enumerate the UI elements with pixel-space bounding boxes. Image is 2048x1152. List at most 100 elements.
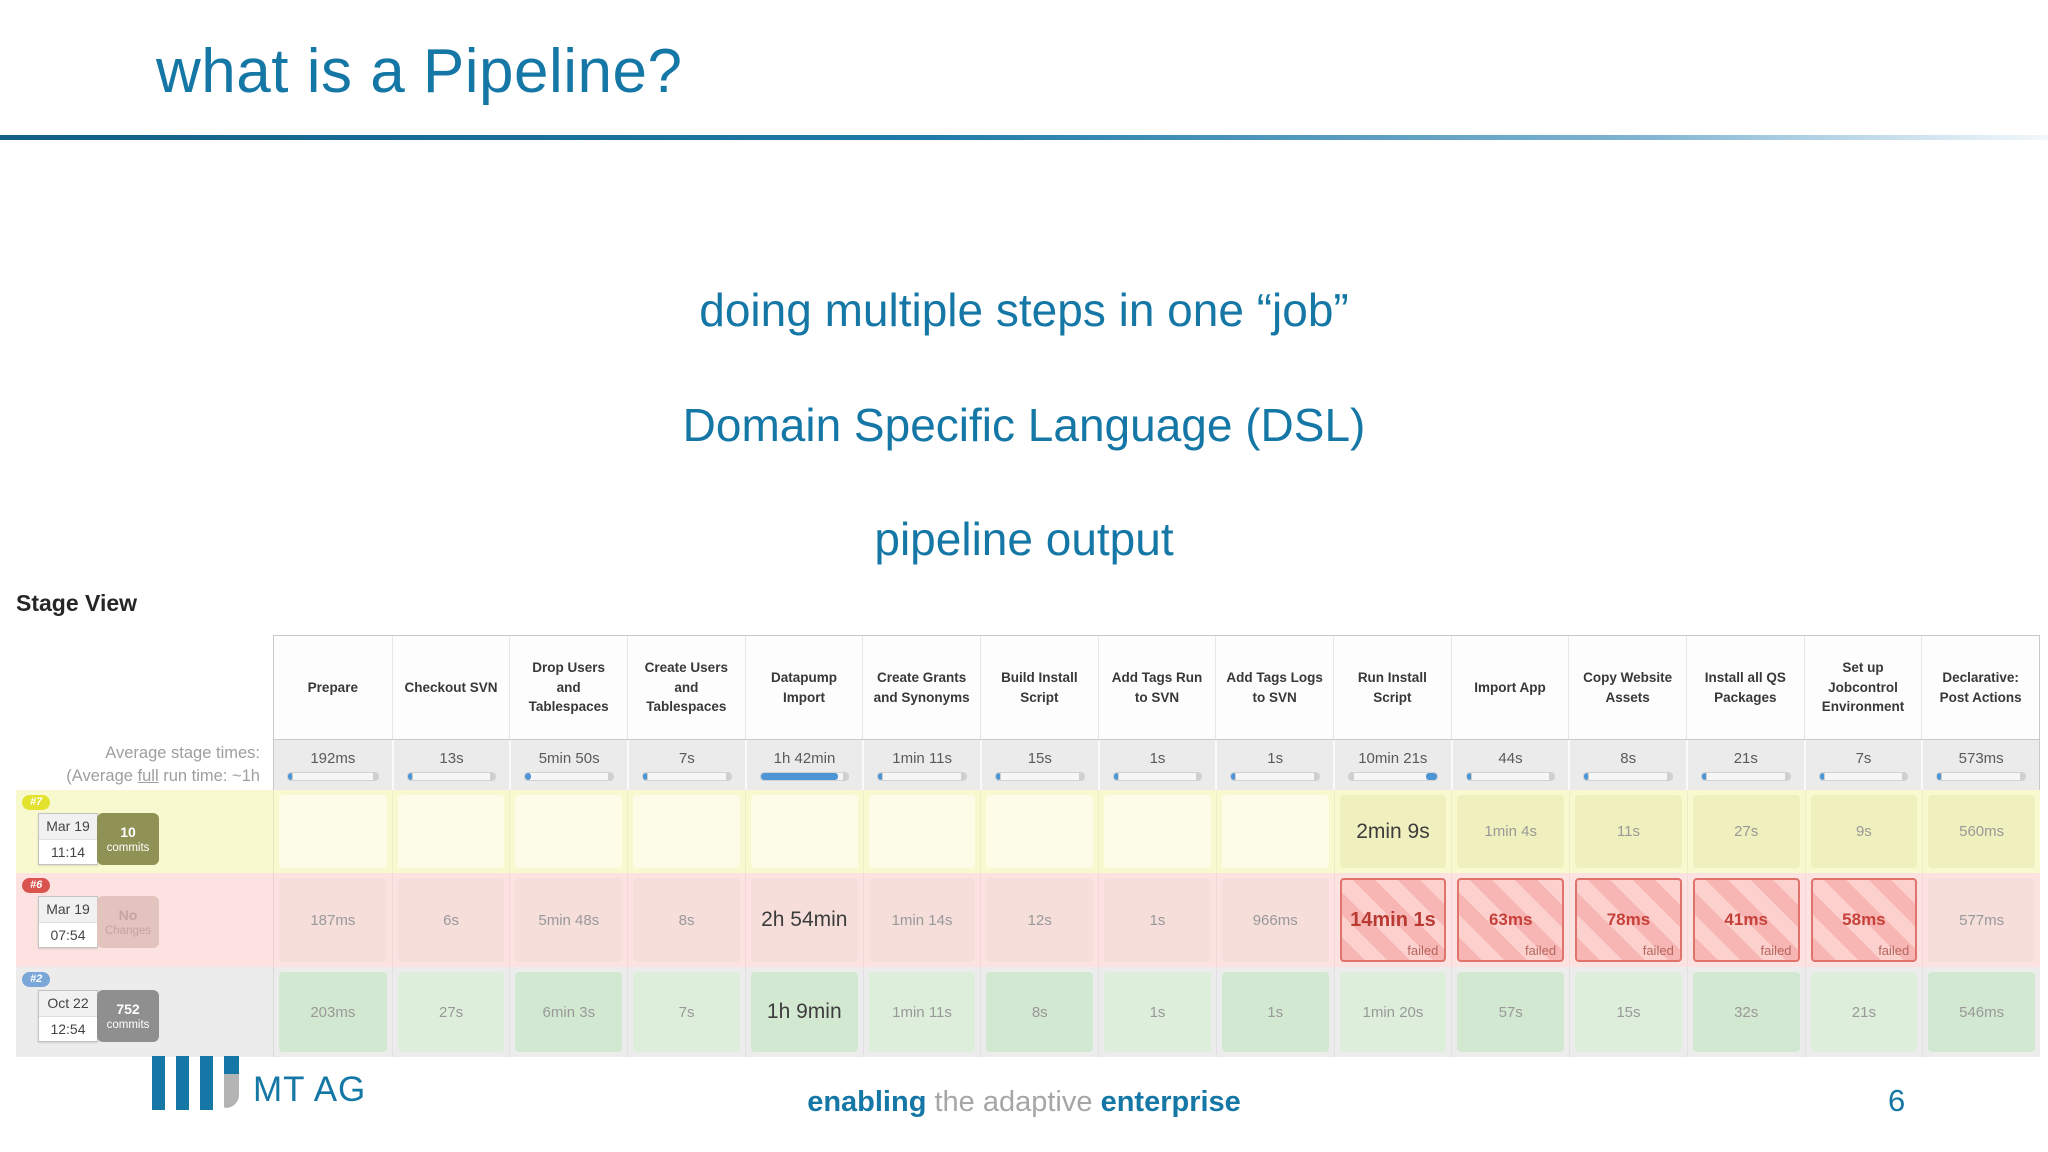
stage-cell[interactable]: 577ms [1928, 878, 2035, 962]
stage-cell[interactable]: 1min 4s [1457, 795, 1565, 868]
stage-duration-bar-fill [760, 772, 838, 780]
stage-cell[interactable] [750, 795, 858, 868]
stage-cell[interactable]: 27s [1692, 795, 1800, 868]
stage-cell[interactable]: 21s [1810, 972, 1918, 1052]
stage-cell-slot [744, 790, 863, 873]
column-header: Datapump Import [744, 636, 863, 739]
build-date[interactable]: Mar 19 [39, 814, 97, 840]
stage-cell[interactable]: 57s [1457, 972, 1565, 1052]
logo-bar-icon [152, 1056, 165, 1110]
stage-cell[interactable]: 1s [1104, 878, 1211, 962]
stage-cell[interactable]: 8s [986, 972, 1094, 1052]
stage-cell-slot: 32s [1686, 967, 1805, 1057]
build-date[interactable]: Oct 22 [39, 991, 97, 1017]
stage-cell[interactable]: 9s [1810, 795, 1918, 868]
build-date[interactable]: Mar 19 [39, 897, 97, 923]
stage-cell-slot: 1s [1215, 967, 1334, 1057]
stage-cell[interactable]: 1s [1104, 972, 1211, 1052]
stage-cell[interactable] [279, 795, 387, 868]
build-time[interactable]: 11:14 [39, 840, 97, 864]
column-header: Install all QS Packages [1685, 636, 1804, 739]
build-time[interactable]: 12:54 [39, 1017, 97, 1041]
title-divider [0, 135, 2048, 140]
column-header: Prepare [307, 679, 358, 695]
stage-cell[interactable]: 27s [397, 972, 505, 1052]
stage-cell[interactable]: 2min 9s [1339, 795, 1447, 868]
stage-cell[interactable]: 6s [397, 878, 505, 962]
stage-cell[interactable] [868, 795, 976, 868]
stage-cell[interactable]: 6min 3s [515, 972, 623, 1052]
stage-cell[interactable] [633, 795, 740, 868]
stage-cell[interactable]: 11s [1575, 795, 1682, 868]
footer-tagline: enabling the adaptive enterprise [0, 1086, 2048, 1119]
stage-cell-slot: 187ms [274, 873, 392, 967]
build-time[interactable]: 07:54 [39, 923, 97, 947]
stage-cell[interactable]: 1min 11s [868, 972, 976, 1052]
build-number-badge[interactable]: #6 [22, 878, 51, 893]
build-number-badge[interactable]: #7 [22, 795, 51, 810]
stage-cell-slot: 8s [980, 967, 1098, 1057]
stage-cell[interactable]: 560ms [1928, 795, 2035, 868]
stage-cell[interactable] [397, 795, 505, 868]
stage-cell[interactable]: 7s [633, 972, 740, 1052]
stage-cell[interactable] [1104, 795, 1211, 868]
stage-cell-slot [627, 790, 745, 873]
stage-cell[interactable] [986, 795, 1094, 868]
stage-cell-slot: 1min 20s [1333, 967, 1452, 1057]
stage-duration-bar [406, 771, 497, 781]
stage-cell[interactable]: 15s [1575, 972, 1682, 1052]
stage-cell[interactable]: 8s [633, 878, 740, 962]
average-time-value: 13s [439, 749, 464, 767]
stage-cell[interactable]: 1min 14s [868, 878, 976, 962]
stage-cell[interactable]: 203ms [279, 972, 387, 1052]
stage-cell[interactable] [1221, 795, 1329, 868]
failed-label: failed [1524, 943, 1557, 958]
stage-duration-bar-fill [407, 772, 412, 780]
stage-cell-slot: 27s [391, 967, 510, 1057]
stage-duration-bar [641, 771, 732, 781]
stage-duration-bar-fill [642, 772, 647, 780]
stage-cell[interactable]: 966ms [1221, 878, 1329, 962]
average-time-value: 1s [1149, 749, 1166, 767]
stage-cell-slot: 7s [627, 967, 745, 1057]
logo-bar-icon [200, 1056, 213, 1110]
stage-cell[interactable]: 2h 54min [750, 878, 858, 962]
stage-cell-slot: 2h 54min [744, 873, 863, 967]
stage-cell[interactable]: 1min 20s [1339, 972, 1447, 1052]
stage-cell[interactable]: 1h 9min [750, 972, 858, 1052]
stage-cell[interactable]: 32s [1692, 972, 1800, 1052]
average-time-value: 1s [1267, 749, 1284, 767]
column-header: Copy Website Assets [1568, 636, 1686, 739]
column-header: Checkout SVN [391, 636, 510, 739]
stage-cell[interactable]: 546ms [1928, 972, 2035, 1052]
column-header: Create Users and Tablespaces [626, 636, 745, 739]
stage-cell[interactable]: 5min 48s [515, 878, 623, 962]
column-header: Drop Users and Tablespaces [509, 636, 627, 739]
avg-label-line2-post: run time: ~1h [158, 767, 260, 785]
average-time-value: 7s [1855, 749, 1872, 767]
stage-cell[interactable]: 187ms [279, 878, 387, 962]
build-number-badge[interactable]: #2 [22, 972, 51, 987]
stage-cell[interactable] [515, 795, 623, 868]
stage-cell-slot: 11s [1569, 790, 1687, 873]
stage-cell[interactable]: 1s [1221, 972, 1329, 1052]
page-number: 6 [1888, 1083, 1906, 1118]
average-time-cell: 5min 50s [509, 740, 627, 790]
stage-cell[interactable]: 12s [986, 878, 1094, 962]
average-time-value: 573ms [1958, 749, 2004, 767]
changes-label: commits [106, 1018, 150, 1031]
